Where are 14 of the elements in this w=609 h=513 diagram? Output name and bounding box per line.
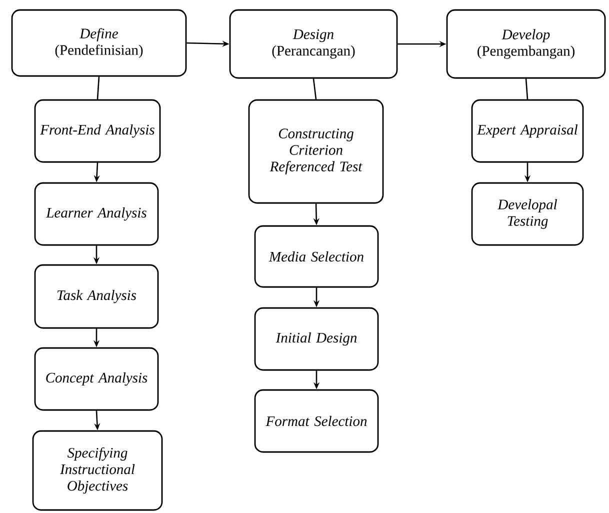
process-box: Learner Analysis: [34, 182, 159, 246]
process-box: Expert Appraisal: [471, 99, 584, 163]
process-box: Task Analysis: [34, 264, 159, 329]
process-box: Front-End Analysis: [34, 99, 161, 163]
process-box: Concept Analysis: [34, 347, 159, 411]
process-box: Developal Testing: [471, 182, 584, 246]
process-box: Develop (Pengembangan): [446, 9, 606, 79]
process-box: Specifying Instructional Objectives: [32, 430, 163, 511]
process-box: Media Selection: [254, 225, 379, 288]
process-box: Define (Pendefinisian): [11, 9, 187, 77]
process-box: Constructing Criterion Referenced Test: [248, 99, 384, 204]
process-box: Design (Perancangan): [229, 9, 398, 79]
process-box: Format Selection: [254, 389, 379, 453]
process-box: Initial Design: [254, 307, 379, 371]
